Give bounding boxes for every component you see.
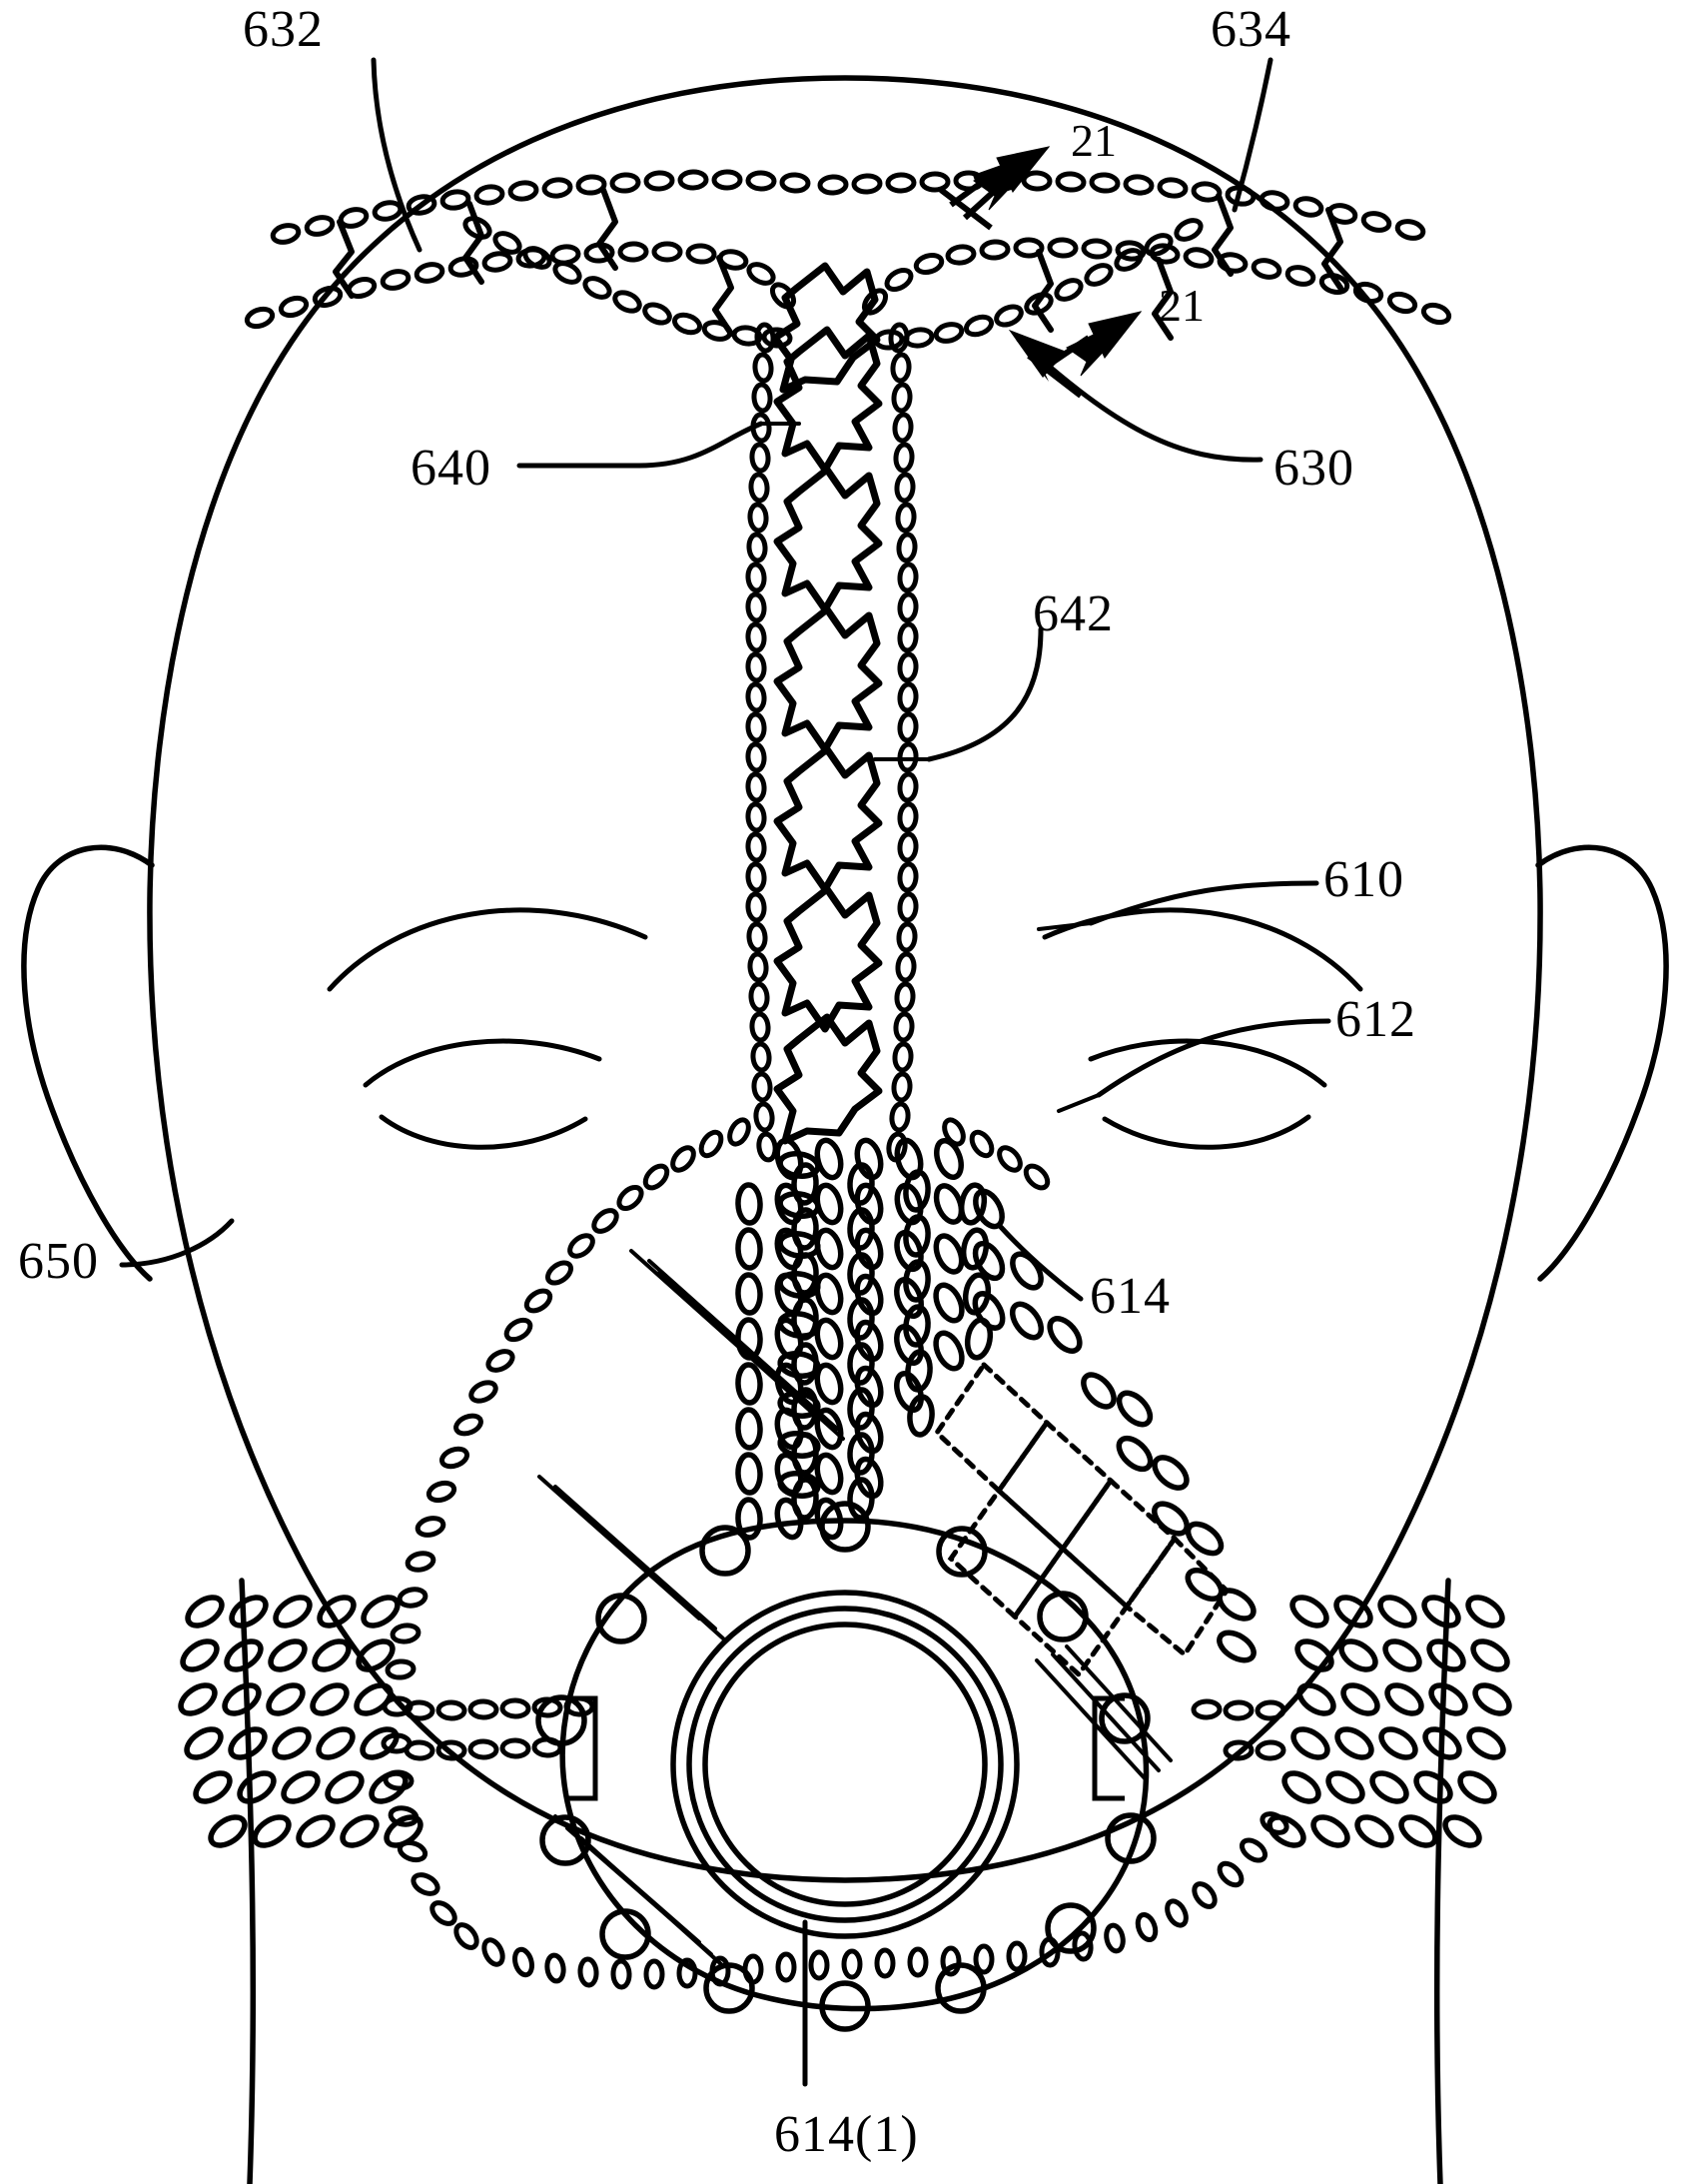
- section-marker-21-upper: [939, 146, 1051, 231]
- ref-label-634: 634: [1211, 1, 1291, 58]
- ref-label-640: 640: [411, 440, 491, 497]
- mask-cushion-knit: [737, 1137, 1259, 1665]
- port-eyelets: [535, 1501, 1157, 2032]
- ref-label-630: 630: [1273, 440, 1354, 497]
- section-label-21-lower: 21: [1159, 280, 1205, 331]
- ref-label-614: 614: [1090, 1268, 1171, 1325]
- section-label-21-upper: 21: [1071, 115, 1117, 166]
- ref-label-614-1: 614(1): [774, 2106, 919, 2163]
- mask-perimeter-chain: [384, 1117, 1289, 1988]
- right-knit-panel: [1265, 1592, 1514, 1850]
- left-knit-panel: [176, 1592, 425, 1850]
- ref-label-610: 610: [1323, 851, 1404, 908]
- head-outline: [21, 75, 1669, 2184]
- strap-infill-zigzag: [773, 326, 883, 1145]
- ref-label-632: 632: [243, 1, 324, 58]
- ref-label-612: 612: [1335, 991, 1416, 1048]
- facial-features: [327, 907, 1363, 1150]
- lattice-knit-region: [933, 1361, 1231, 1678]
- leader-lines: [119, 57, 1331, 2087]
- ref-label-642: 642: [1033, 585, 1114, 642]
- forehead-straps: [245, 172, 1451, 394]
- ref-label-650: 650: [18, 1233, 99, 1290]
- shading-hatch-lines: [537, 1249, 1173, 1966]
- port-frame-ring: [535, 1501, 1157, 2032]
